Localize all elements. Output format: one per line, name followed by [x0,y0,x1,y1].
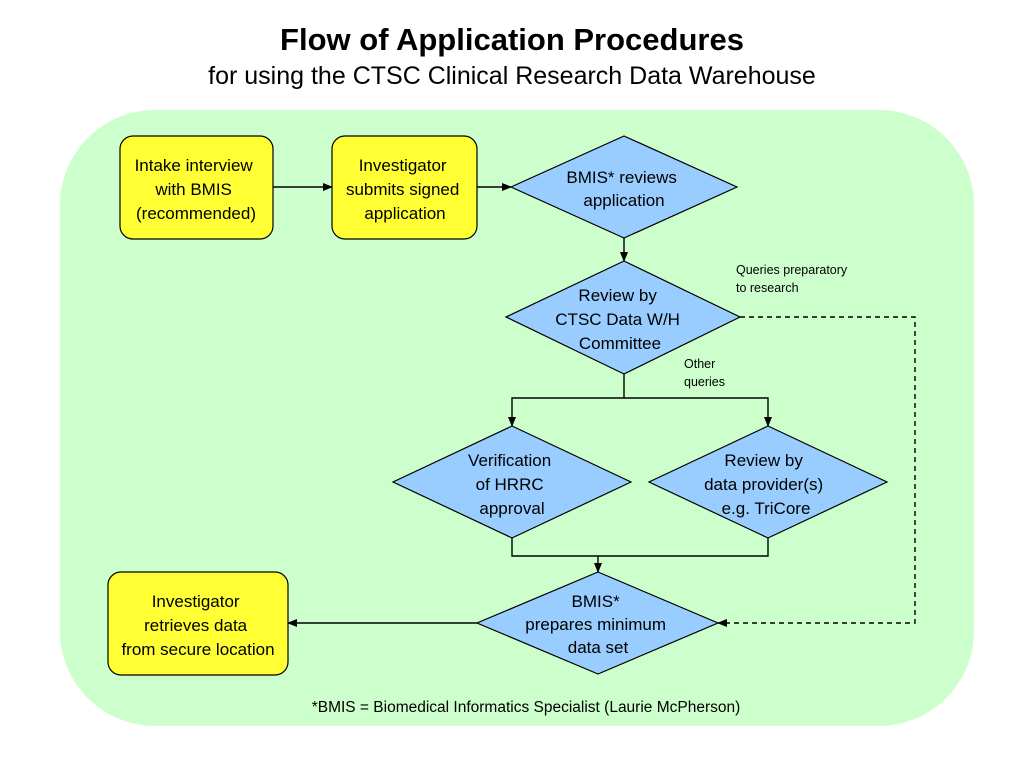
hrrc-verification-label: Verification of HRRC approval [468,451,556,518]
diagram-title: Flow of Application Procedures [280,22,744,57]
committee-review-diamond [504,260,742,375]
connector-committee-to-provider [624,397,772,427]
queries-preparatory-label: Queries preparatory to research [736,263,851,295]
prepare-dataset-diamond [475,571,720,675]
bmis-review-label: BMIS* reviews application [566,168,681,210]
connectors [273,183,916,627]
committee-review-label: Review by CTSC Data W/H Committee [555,286,684,353]
connector-committee-split [508,374,625,427]
intake-interview-label: Intake interview with BMIS (recommended) [135,156,258,223]
diagram-subtitle: for using the CTSC Clinical Research Dat… [208,62,816,90]
retrieve-data-box [107,571,289,676]
background-panel [60,110,974,726]
other-queries-label: Other queries [684,357,725,389]
intake-interview-box [119,135,274,240]
provider-review-label: Review by data provider(s) e.g. TriCore [704,451,828,518]
submit-application-label: Investigator submits signed application [346,156,464,223]
bmis-review-diamond [509,135,739,239]
connector-join-to-prepare [511,538,769,557]
footnote: *BMIS = Biomedical Informatics Specialis… [312,699,741,716]
hrrc-verification-diamond [391,425,633,539]
dashed-committee-to-prepare [717,316,916,627]
submit-application-box [331,135,478,240]
retrieve-data-label: Investigator retrieves data from secure … [121,592,274,659]
provider-review-diamond [647,425,889,539]
prepare-dataset-label: BMIS* prepares minimum data set [525,592,671,657]
